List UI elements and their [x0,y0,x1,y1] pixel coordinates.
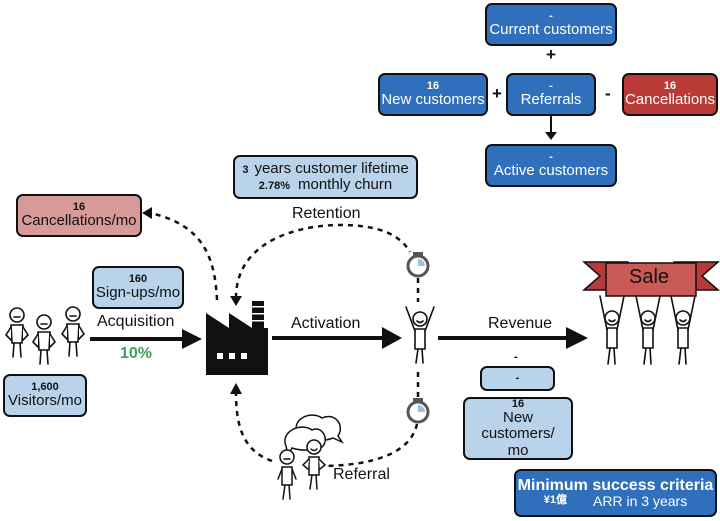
success-criteria-box: Minimum success criteria ¥1億 ARR in 3 ye… [514,469,717,517]
revenue-box-value: - [515,372,520,385]
plus-operator: + [546,45,556,64]
success-criteria-value: ¥1億 [543,494,568,507]
current-customers-value: - [549,10,553,23]
referral-return-path [234,391,273,463]
cancellations-per-month-value: 16 [72,201,86,214]
lifetime-value: 3 [242,163,249,176]
retention-info-box: 3 years customer lifetime 2.78% monthly … [233,155,418,199]
new-customers-per-month-label-2: mo [507,441,529,459]
cancellations-value: 16 [663,80,677,93]
revenue-label: Revenue [488,315,553,332]
revenue-value: - [514,351,518,363]
stopwatch-icon [406,252,430,278]
sale-banner-text: Sale [629,266,670,288]
active-customers-value: - [549,151,553,164]
plus-operator: + [492,84,502,103]
activation-arrow [272,327,402,349]
visitors-box: 1,600 Visitors/mo [3,374,87,417]
cancellations-box: 16 Cancellations [622,73,718,116]
new-customers-per-month-value: 16 [511,397,525,410]
referrals-value: - [549,80,553,93]
signups-label: Sign-ups/mo [95,284,181,302]
activated-user-icon [405,306,435,364]
referral-figures-icon [277,414,345,500]
referral-path [324,423,419,468]
visitors-figures-icon [4,306,86,365]
activation-label: Activation [291,315,361,332]
stopwatch-icon [406,398,430,424]
signups-box: 160 Sign-ups/mo [92,266,184,309]
acquisition-rate: 10% [120,345,153,362]
new-customers-label: New customers [381,91,485,109]
active-customers-box: - Active customers [485,144,617,187]
referrals-label: Referrals [520,91,582,109]
success-criteria-title: Minimum success criteria [517,476,714,494]
cancellations-label: Cancellations [624,91,716,109]
minus-operator: - [605,84,611,103]
current-customers-label: Current customers [489,21,613,39]
new-customers-per-month-label: New customers/ [481,408,555,443]
cancellations-per-month-label: Cancellations/mo [21,212,137,230]
new-customers-value: 16 [426,80,440,93]
retention-label: Retention [292,205,361,222]
customers-figures-icon [599,295,696,365]
current-customers-box: - Current customers [485,3,617,46]
factory-icon [206,301,268,375]
lifetime-label: years customer lifetime [254,159,409,177]
visitors-label: Visitors/mo [8,392,82,410]
revenue-box: - [480,366,555,391]
referral-label: Referral [333,466,390,483]
acquisition-arrow [90,329,202,349]
retention-path [234,223,412,299]
referrals-box: - Referrals [506,73,596,116]
churn-value: 2.78% [258,180,290,192]
signups-value: 160 [128,273,148,286]
success-criteria-label: ARR in 3 years [593,493,688,510]
revenue-arrow [438,327,588,349]
acquisition-label: Acquisition [97,313,175,330]
cancellations-per-month-box: 16 Cancellations/mo [16,194,142,237]
formula-down-arrow [545,116,557,140]
sale-banner-icon [582,261,720,297]
new-customers-per-month-box: 16 New customers/ mo [463,397,573,460]
new-customers-box: 16 New customers [378,73,488,116]
churn-label: monthly churn [297,176,393,193]
active-customers-label: Active customers [493,162,609,180]
churn-path [149,211,219,301]
visitors-value: 1,600 [31,381,59,394]
